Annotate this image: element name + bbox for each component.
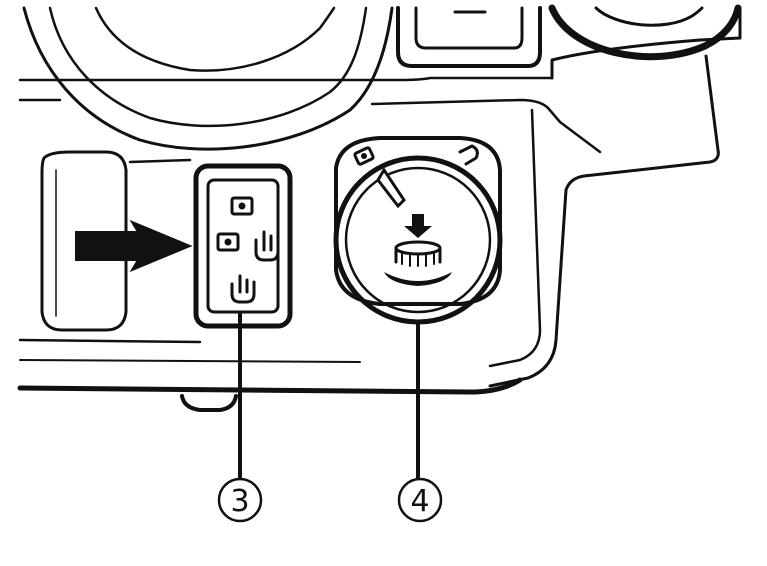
camera-icon xyxy=(230,196,254,216)
top-round-button xyxy=(548,4,742,61)
rocker-switch xyxy=(193,163,293,329)
hand-icon xyxy=(458,144,479,166)
callout-4: 4 xyxy=(397,477,443,523)
rotary-knob-icon xyxy=(384,240,452,286)
camera-icon xyxy=(216,232,240,252)
hand-icon xyxy=(230,274,256,304)
arrow-right-icon xyxy=(75,219,193,273)
large-dial xyxy=(22,6,394,151)
callout-number-4: 4 xyxy=(410,484,429,519)
top-button xyxy=(396,6,542,68)
callout-3: 3 xyxy=(217,477,263,523)
console-body xyxy=(17,6,742,412)
rotary-knob xyxy=(333,136,503,325)
callout-number-3: 3 xyxy=(230,484,249,519)
camera-icon xyxy=(353,146,375,166)
hand-icon xyxy=(254,230,280,262)
left-slot xyxy=(40,150,128,332)
